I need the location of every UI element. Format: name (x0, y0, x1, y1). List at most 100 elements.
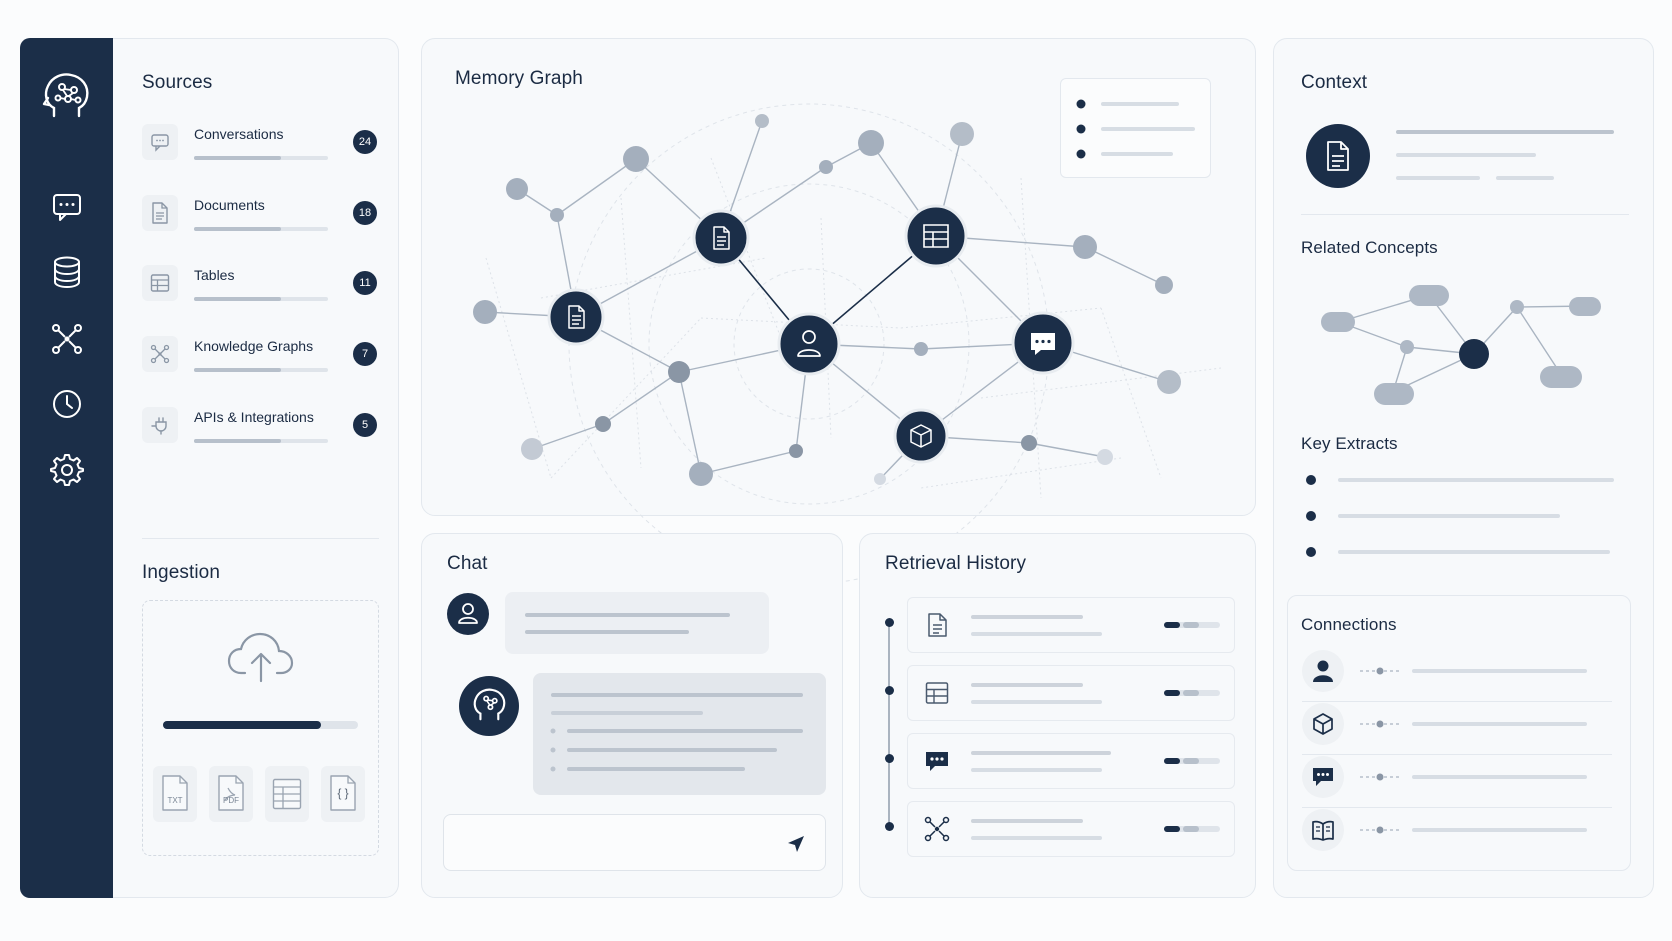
user-message-bubble (505, 592, 769, 654)
retrieval-history-title: Retrieval History (885, 553, 1027, 574)
chat-input[interactable] (443, 814, 826, 871)
relevance-indicator (1164, 758, 1220, 764)
user-avatar (447, 593, 489, 635)
sources-title: Sources (142, 72, 213, 93)
file-type-json: { } (321, 766, 365, 822)
concept-node (1540, 366, 1582, 388)
source-progress (194, 156, 328, 160)
extract-line (1338, 550, 1610, 554)
pdf-file-icon (218, 775, 244, 811)
ingestion-title: Ingestion (142, 562, 221, 583)
graph-node (1021, 435, 1037, 451)
graph-node (506, 178, 528, 200)
file-type-table (265, 766, 309, 822)
user-icon (1313, 660, 1333, 682)
file-type-label: PDF (223, 796, 239, 805)
retrieval-item[interactable] (907, 801, 1235, 857)
source-progress (194, 227, 328, 231)
concept-node (1374, 383, 1414, 405)
memory-graph-canvas[interactable] (421, 38, 1256, 585)
cube-icon (1313, 713, 1333, 735)
retrieval-item[interactable] (907, 665, 1235, 721)
clock-icon[interactable] (48, 385, 86, 423)
context-divider (1301, 214, 1629, 215)
chat-icon[interactable] (48, 188, 86, 226)
graph-legend (1060, 78, 1211, 178)
connection-icon-box (1302, 756, 1344, 798)
graph-icon (924, 816, 950, 842)
assistant-message-bubble (533, 673, 826, 795)
source-icon-box (142, 407, 178, 443)
file-type-label: TXT (167, 796, 183, 805)
chat-icon (926, 752, 948, 771)
sources-divider (142, 538, 379, 539)
brain-logo-icon[interactable] (38, 68, 94, 124)
connection-divider (1302, 754, 1612, 755)
chat-icon (1313, 768, 1333, 786)
source-item-tables[interactable]: Tables 11 (142, 265, 382, 315)
extract-line (1338, 514, 1560, 518)
sidebar-nav (20, 38, 113, 898)
user-icon (458, 603, 478, 624)
source-label: APIs & Integrations (194, 409, 314, 425)
concept-node-focus (1459, 339, 1489, 369)
table-file-icon (272, 778, 302, 810)
connection-item[interactable] (1302, 648, 1592, 698)
source-progress (194, 439, 328, 443)
connection-item[interactable] (1302, 754, 1592, 804)
brain-logo-icon (473, 688, 506, 721)
send-icon[interactable] (786, 834, 806, 854)
table-icon (150, 274, 170, 292)
count-badge: 24 (353, 130, 377, 154)
source-icon-box (142, 336, 178, 372)
source-label: Documents (194, 197, 265, 213)
concept-node (1321, 312, 1355, 332)
legend-marks (1076, 99, 1195, 159)
source-item-knowledge-graphs[interactable]: Knowledge Graphs 7 (142, 336, 382, 386)
concept-node (1400, 340, 1414, 354)
file-type-txt: TXT (153, 766, 197, 822)
related-concepts-graph[interactable] (1301, 270, 1631, 410)
graph-node (473, 300, 497, 324)
source-label: Knowledge Graphs (194, 338, 314, 354)
source-icon-box (142, 124, 178, 160)
graph-icon[interactable] (48, 320, 86, 358)
connection-item[interactable] (1302, 807, 1592, 857)
graph-node-document[interactable] (692, 209, 750, 267)
gear-icon[interactable] (48, 450, 86, 488)
source-item-documents[interactable]: Documents 18 (142, 195, 382, 245)
context-line (1396, 176, 1480, 180)
document-icon (1327, 141, 1349, 171)
json-file-icon (330, 775, 356, 811)
count-badge: 18 (353, 201, 377, 225)
graph-node (689, 462, 713, 486)
graph-node-table[interactable] (904, 204, 968, 268)
graph-node-cube[interactable] (893, 408, 949, 464)
cloud-upload-icon (227, 632, 294, 683)
assistant-avatar (459, 676, 519, 736)
upload-dropzone[interactable]: TXT PDF { } (142, 600, 379, 856)
bullet-dots (550, 728, 556, 772)
count-badge: 7 (353, 342, 377, 366)
graph-node (1073, 235, 1097, 259)
source-icon-box (142, 195, 178, 231)
connector (1360, 720, 1400, 728)
txt-file-icon (162, 775, 188, 811)
timeline-dot (885, 686, 894, 695)
source-item-conversations[interactable]: Conversations 24 (142, 124, 382, 174)
retrieval-item[interactable] (907, 597, 1235, 653)
sources-panel (113, 38, 399, 898)
graph-node-user[interactable] (777, 312, 841, 376)
graph-node-chat[interactable] (1011, 311, 1075, 375)
source-item-apis[interactable]: APIs & Integrations 5 (142, 407, 382, 457)
file-type-label: { } (337, 786, 349, 800)
graph-node (1157, 370, 1181, 394)
connection-item[interactable] (1302, 701, 1592, 751)
database-icon[interactable] (48, 253, 86, 291)
source-icon-box (142, 265, 178, 301)
retrieval-item[interactable] (907, 733, 1235, 789)
connection-divider (1302, 807, 1612, 808)
ingestion-progress-fill (163, 721, 321, 729)
graph-node-document-2[interactable] (547, 288, 605, 346)
connector (1360, 667, 1400, 675)
